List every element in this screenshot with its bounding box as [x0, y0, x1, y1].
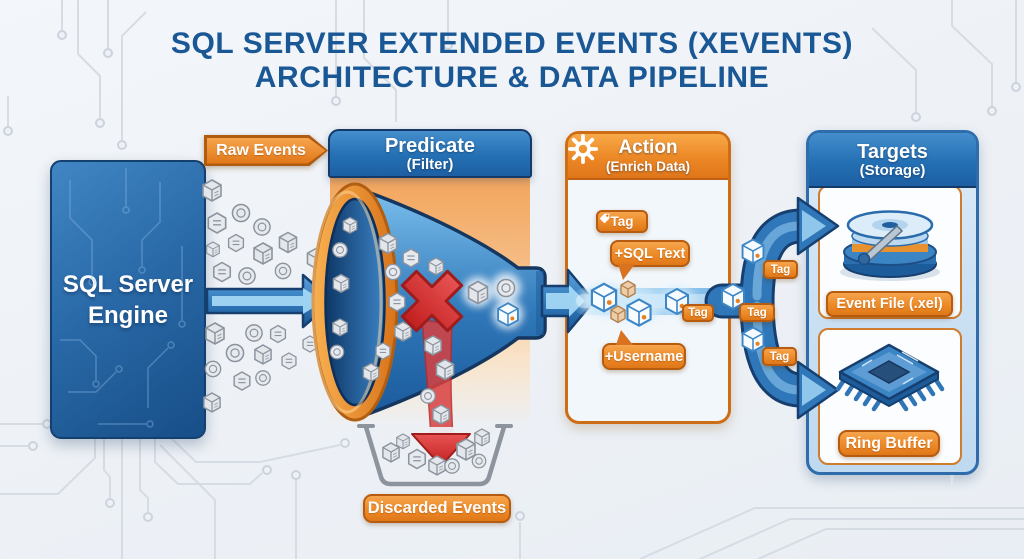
title-line-1: SQL SERVER EXTENDED EVENTS (XEVENTS)	[170, 27, 854, 60]
discarded-events-label: Discarded Events	[363, 494, 511, 523]
action-title: Action	[618, 137, 678, 158]
raw-events-label: Raw Events	[204, 135, 328, 166]
tag-chip: Tag	[596, 210, 648, 233]
tag-chip-text: Tag	[610, 214, 634, 229]
raw-event-icons	[202, 179, 326, 413]
predicate-title: Predicate	[384, 134, 476, 157]
targets-title: Targets	[857, 140, 928, 163]
predicate-panel-body	[330, 176, 530, 428]
diagram-title: SQL SERVER EXTENDED EVENTS (XEVENTS) ARC…	[0, 27, 1024, 95]
engine-label: SQL Server Engine	[63, 269, 193, 331]
pipeline-tag-badge-1: Tag	[763, 260, 798, 279]
discard-bucket	[357, 424, 513, 487]
tag-icon	[599, 213, 610, 224]
predicate-subtitle: (Filter)	[406, 155, 454, 173]
sql-text-bubble: +SQL Text	[610, 240, 690, 267]
pipeline-tag-badge-3: Tag	[762, 347, 797, 366]
engine-to-predicate-arrow	[205, 273, 335, 329]
pipeline-tag-badge-2: Tag	[739, 303, 775, 322]
username-bubble: +Username	[602, 343, 686, 370]
sql-text-bubble-tail	[618, 264, 635, 280]
username-bubble-tail	[616, 330, 633, 345]
predicate-panel: Predicate (Filter)	[328, 129, 532, 428]
targets-subtitle: (Storage)	[859, 161, 926, 179]
event-file-label: Event File (.xel)	[826, 291, 953, 317]
action-subtitle: (Enrich Data)	[605, 159, 690, 174]
sql-server-engine-box: SQL Server Engine	[50, 160, 206, 439]
engine-label-line-2: Engine	[87, 301, 168, 329]
action-panel: Action (Enrich Data)	[565, 131, 731, 424]
targets-header: Targets (Storage)	[809, 133, 976, 188]
engine-label-line-1: SQL Server	[62, 270, 194, 298]
action-header: Action (Enrich Data)	[568, 134, 728, 180]
title-line-2: ARCHITECTURE & DATA PIPELINE	[254, 61, 770, 94]
ring-buffer-label: Ring Buffer	[838, 430, 940, 457]
predicate-header: Predicate (Filter)	[328, 129, 532, 178]
gear-icon	[568, 134, 598, 164]
raw-events-label-text: Raw Events	[216, 141, 306, 159]
bucket-event-icons	[382, 428, 490, 476]
stream-tag-badge: Tag	[682, 304, 714, 322]
